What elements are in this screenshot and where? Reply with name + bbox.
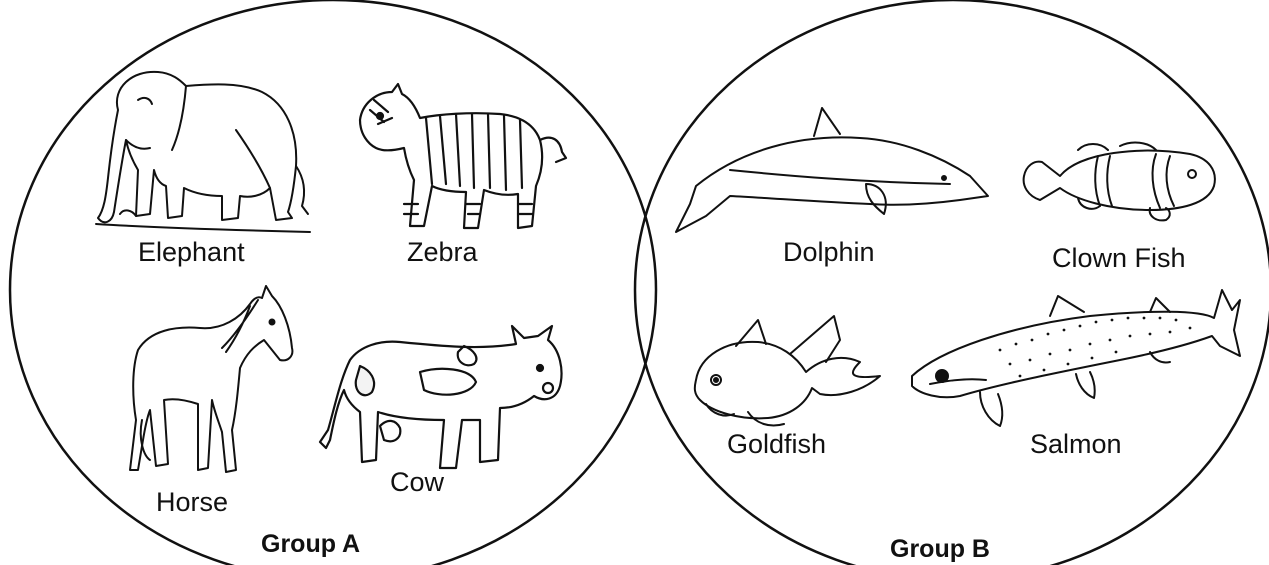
group-a-circle [10,0,656,565]
dolphin-icon [676,108,988,232]
salmon-label: Salmon [1030,431,1122,458]
clown-fish-icon [1024,143,1215,221]
horse-icon [130,286,292,472]
elephant-label: Elephant [138,239,245,266]
salmon-icon [912,290,1240,426]
group-b-label: Group B [890,537,990,562]
zebra-label: Zebra [407,239,478,266]
goldfish-label: Goldfish [727,431,826,458]
cow-label: Cow [390,469,444,496]
dolphin-label: Dolphin [783,239,875,266]
clown-fish-label: Clown Fish [1052,245,1186,272]
group-a-label: Group A [261,532,360,557]
zebra-icon [360,84,566,228]
cow-icon [320,326,562,468]
group-b-circle [635,0,1269,565]
elephant-icon [96,72,310,232]
goldfish-icon [695,316,880,426]
horse-label: Horse [156,489,228,516]
